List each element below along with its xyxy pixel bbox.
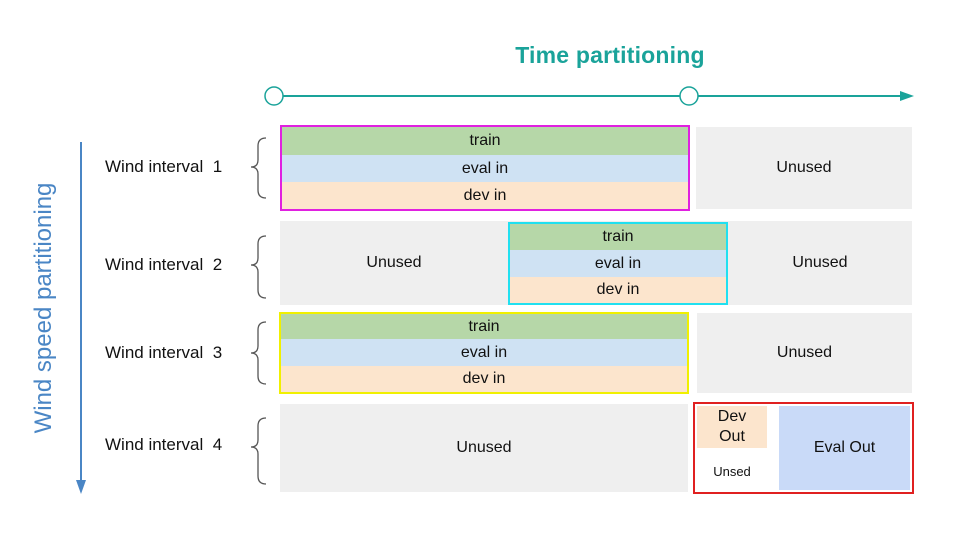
row-label-1: Wind interval 1 <box>105 157 223 176</box>
dev-out-label: Dev Out <box>717 408 747 445</box>
row-label-3: Wind interval 3 <box>105 343 223 362</box>
time-node-start <box>264 86 284 106</box>
wind-axis-arrowhead <box>76 480 86 494</box>
row2-unused-right-cell: Unused <box>792 254 848 271</box>
row2-eval-in-cell: eval in <box>510 250 726 277</box>
row2-train-cell: train <box>510 224 726 250</box>
row4-unused-cell: Unused <box>280 404 688 492</box>
brace-row-3 <box>250 321 267 385</box>
row3-unused-cell: Unused <box>697 313 912 393</box>
row-label-4: Wind interval 4 <box>105 435 223 454</box>
row3-dev-in-cell: dev in <box>281 366 687 392</box>
brace-row-2 <box>250 235 267 299</box>
row-label-2: Wind interval 2 <box>105 255 223 274</box>
row2-unused-left-cell: Unused <box>366 254 422 271</box>
row3-train-cell: train <box>281 314 687 339</box>
time-axis-arrowhead <box>900 91 914 101</box>
row4-unsed-cell: Unsed <box>697 452 767 490</box>
time-node-split <box>679 86 699 106</box>
row2-dev-in-cell: dev in <box>510 277 726 303</box>
brace-row-1 <box>250 137 267 199</box>
brace-row-4 <box>250 417 267 485</box>
time-partitioning-title: Time partitioning <box>515 42 705 68</box>
row3-eval-in-cell: eval in <box>281 339 687 366</box>
row4-eval-out-cell: Eval Out <box>779 406 910 490</box>
row1-eval-in-cell: eval in <box>282 155 688 182</box>
row1-train-cell: train <box>282 127 688 155</box>
row1-unused-cell: Unused <box>696 127 912 209</box>
row1-dev-in-cell: dev in <box>282 182 688 209</box>
row4-dev-out-cell: Dev Out <box>697 406 767 448</box>
